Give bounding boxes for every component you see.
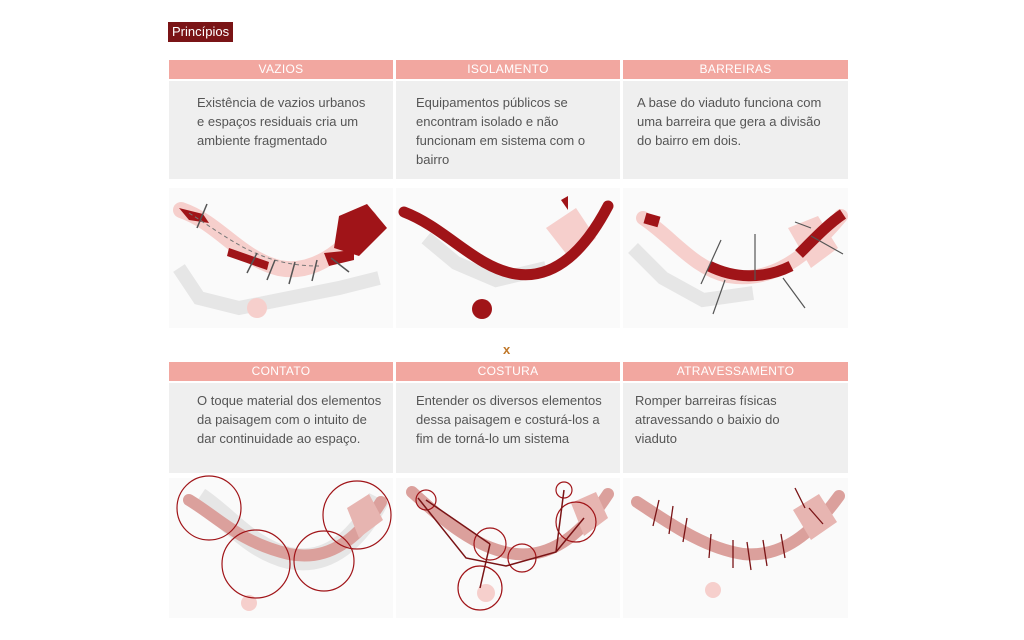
- description-vazios-text: Existência de vazios urbanos e espaços r…: [197, 95, 366, 148]
- description-atravessamento-text: Romper barreiras físicas atravessando o …: [635, 393, 780, 446]
- map-context: [628, 243, 754, 308]
- map-plaza: [241, 595, 257, 611]
- atravessamento-diagram: [623, 478, 848, 618]
- costura-diagram: [396, 478, 620, 618]
- description-contato-text: O toque material dos elementos da paisag…: [197, 393, 382, 446]
- barreiras-diagram: [623, 188, 848, 328]
- barrier-segment: [643, 212, 661, 228]
- description-isolamento-text: Equipamentos públicos se encontram isola…: [416, 95, 586, 167]
- vazios-diagram: [169, 188, 393, 328]
- void-area: [179, 208, 209, 223]
- description-costura-text: Entender os diversos elementos dessa pai…: [416, 393, 602, 446]
- barrier-segment: [706, 261, 794, 282]
- neighborhood-area: [347, 494, 383, 538]
- cross-lines: [196, 203, 350, 285]
- section-title: Princípios: [168, 22, 234, 42]
- description-vazios: Existência de vazios urbanos e espaços r…: [169, 81, 393, 179]
- stitch-circles: [415, 481, 597, 611]
- header-costura: COSTURA: [396, 362, 620, 381]
- header-atravessamento: ATRAVESSAMENTO: [623, 362, 848, 381]
- description-barreiras: A base do viaduto funciona com uma barre…: [623, 81, 848, 179]
- stitch-lines: [417, 489, 585, 589]
- description-atravessamento: Romper barreiras físicas atravessando o …: [623, 383, 848, 473]
- isolamento-diagram: [396, 188, 620, 328]
- header-barreiras: BARREIRAS: [623, 60, 848, 79]
- separator-x: x: [503, 342, 511, 357]
- description-costura: Entender os diversos elementos dessa pai…: [396, 383, 620, 473]
- description-contato: O toque material dos elementos da paisag…: [169, 383, 393, 473]
- dashed-path: [188, 212, 320, 267]
- contato-diagram: [169, 475, 393, 618]
- map-plaza: [705, 582, 721, 598]
- void-area: [334, 204, 387, 256]
- crossing-lines: [652, 487, 824, 571]
- void-area: [324, 250, 354, 266]
- void-area: [227, 248, 269, 270]
- equipment-marker: [561, 196, 568, 210]
- map-plaza: [247, 298, 267, 318]
- header-vazios: VAZIOS: [169, 60, 393, 79]
- description-barreiras-text: A base do viaduto funciona com uma barre…: [637, 95, 822, 148]
- contact-circles: [176, 475, 392, 599]
- viaduct: [398, 200, 614, 281]
- barrier-arrows: [700, 221, 844, 315]
- header-isolamento: ISOLAMENTO: [396, 60, 620, 79]
- barrier-segment: [795, 209, 847, 258]
- map-plaza: [477, 584, 495, 602]
- description-isolamento: Equipamentos públicos se encontram isola…: [396, 81, 620, 179]
- header-contato: CONTATO: [169, 362, 393, 381]
- map-background: [396, 188, 620, 328]
- isolated-equipment: [472, 299, 492, 319]
